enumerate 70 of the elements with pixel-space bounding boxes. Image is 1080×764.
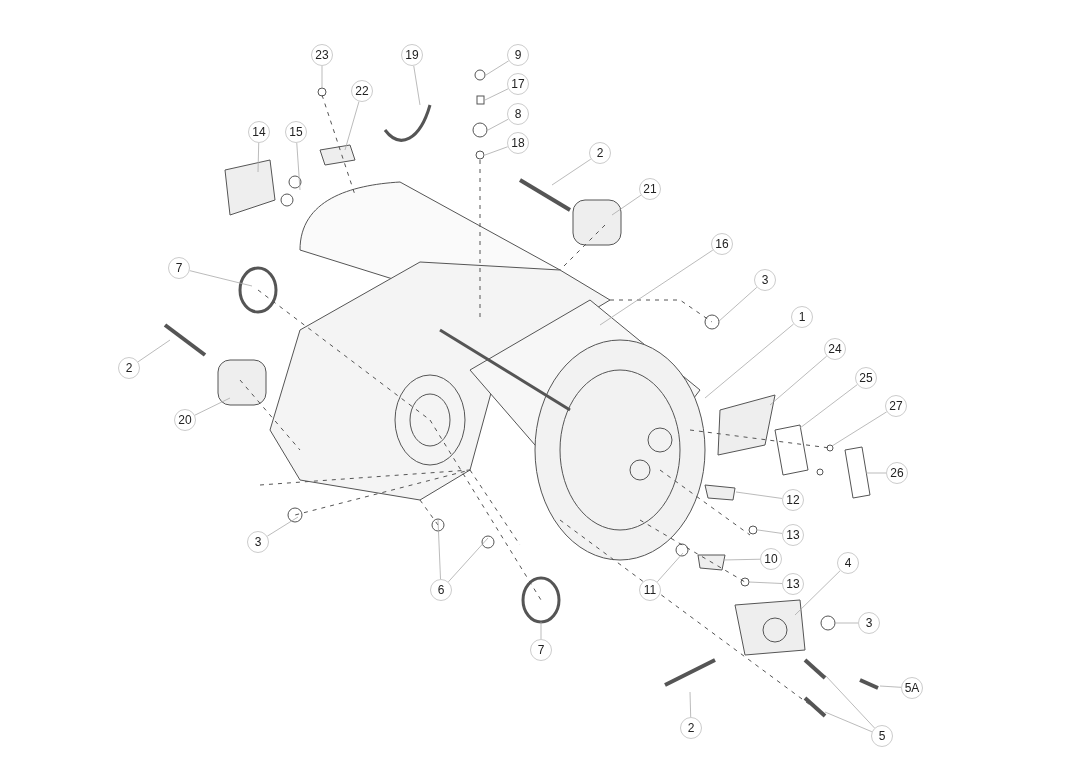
leader-line: [484, 88, 509, 101]
callout-number: 5A: [901, 677, 923, 699]
leader-line: [540, 621, 542, 640]
leader-line: [551, 158, 592, 186]
leader-line: [656, 552, 684, 583]
leader-line: [717, 286, 758, 323]
leader-line: [834, 622, 859, 624]
callout-number: 25: [855, 367, 877, 389]
callout-number: 13: [782, 524, 804, 546]
leader-line: [266, 516, 299, 537]
leader-line: [344, 101, 360, 151]
callout-number: 11: [639, 579, 661, 601]
callout-number: 13: [782, 573, 804, 595]
callout-number: 2: [680, 717, 702, 739]
leader-line: [448, 537, 489, 583]
leader-line: [413, 65, 421, 106]
callout-number: 15: [285, 121, 307, 143]
leader-line: [865, 472, 887, 474]
leader-line: [487, 118, 509, 131]
callout-number: 6: [430, 579, 452, 601]
leader-line: [824, 711, 873, 733]
callout-number: 14: [248, 121, 270, 143]
callout-number: 7: [168, 257, 190, 279]
leader-line: [437, 519, 441, 580]
leader-line: [735, 491, 783, 499]
leader-line: [879, 685, 902, 688]
callout-number: 8: [507, 103, 529, 125]
leader-line: [722, 558, 761, 561]
callout-number: 12: [782, 489, 804, 511]
callout-number: 1: [791, 306, 813, 328]
callout-number: 16: [711, 233, 733, 255]
callout-number: 3: [754, 269, 776, 291]
callout-number: 7: [530, 639, 552, 661]
leader-line: [689, 691, 692, 718]
leader-line: [704, 323, 794, 399]
callout-number: 22: [351, 80, 373, 102]
leader-line: [296, 142, 301, 191]
leader-line: [799, 384, 858, 429]
callout-number: 9: [507, 44, 529, 66]
callout-number: 21: [639, 178, 661, 200]
callout-number: 23: [311, 44, 333, 66]
leader-line: [599, 249, 714, 326]
leader-line: [769, 355, 828, 406]
leader-line: [321, 65, 323, 89]
callout-number: 26: [886, 462, 908, 484]
callout-number: 3: [247, 531, 269, 553]
callout-number: 17: [507, 73, 529, 95]
leader-line: [137, 339, 171, 363]
callout-number: 19: [401, 44, 423, 66]
leader-line: [757, 529, 783, 534]
leader-line: [794, 570, 841, 616]
leader-line: [831, 411, 888, 447]
leader-line: [257, 142, 260, 173]
callout-number: 18: [507, 132, 529, 154]
callout-number: 2: [589, 142, 611, 164]
leader-line: [189, 270, 253, 287]
leader-line: [611, 194, 642, 216]
callout-number: 27: [885, 395, 907, 417]
callout-number: 2: [118, 357, 140, 379]
callout-number: 10: [760, 548, 782, 570]
leader-line: [485, 60, 510, 76]
leader-line: [484, 146, 509, 156]
callout-number: 3: [858, 612, 880, 634]
leader-line: [194, 397, 231, 416]
callout-number: 4: [837, 552, 859, 574]
leader-line: [824, 674, 875, 729]
callout-number: 5: [871, 725, 893, 747]
callout-number: 24: [824, 338, 846, 360]
callout-number: 20: [174, 409, 196, 431]
leader-line: [748, 581, 783, 584]
